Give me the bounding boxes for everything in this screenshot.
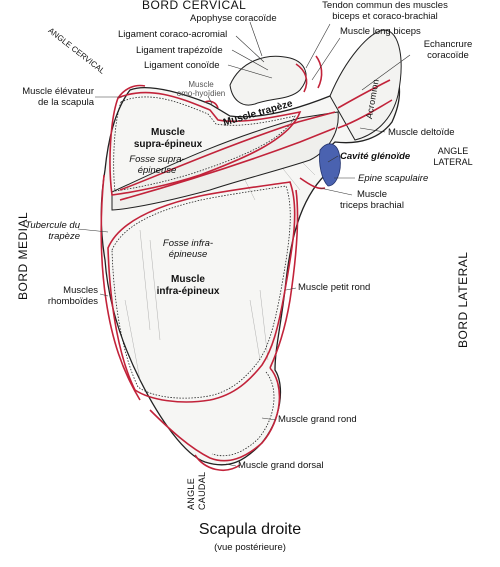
petit-rond-label: Muscle petit rond [298,282,371,293]
deltoide-label: Muscle deltoïde [388,127,455,138]
tubercule-label-1: Tubercule du [25,220,80,231]
lig-conoide-label: Ligament conoïde [144,60,220,71]
angle-lateral-label-2: LATERAL [433,157,473,167]
triceps-label-2: triceps brachial [340,200,404,211]
angle-caudal-label-2: CAUDAL [197,471,207,510]
glenoid-cavity [319,143,341,187]
lig-trapezoide-label: Ligament trapézoïde [136,45,223,56]
angle-caudal-label-1: ANGLE [186,477,196,510]
apophyse-label: Apophyse coracoïde [190,13,277,24]
echancrure-label-2: coracoïde [427,50,469,61]
fosse-infra-label-2: épineuse [168,249,208,260]
lig-coraco-acromial-label: Ligament coraco-acromial [118,29,228,40]
omo-label-1: Muscle [188,80,214,89]
angle-lateral-label-1: ANGLE [437,146,469,156]
long-biceps-label: Muscle long biceps [340,26,421,37]
teres-minor-outline [269,189,299,369]
elevateur-label-1: Muscle élévateur [22,86,94,97]
supraspinatus-outline [109,91,302,196]
figure-subtitle: (vue postérieure) [214,542,286,553]
glenoide-label: Cavité glénoïde [340,151,411,162]
grand-dorsal-label: Muscle grand dorsal [238,460,324,471]
supra-label-1: Muscle [151,127,185,138]
rhomboides-label-2: rhomboïdes [47,296,98,307]
border-cervical-label: BORD CERVICAL [142,0,247,12]
omohyoid-outline [204,100,219,109]
grand-rond-label: Muscle grand rond [278,414,357,425]
figure-title: Scapula droite [198,521,302,538]
triceps-label-1: Muscle [356,189,388,200]
omo-label-2: omo-hyoïdien [176,89,226,98]
rhomboides-label-1: Muscles [63,285,98,296]
triceps-outline [299,177,326,190]
infra-label-1: Muscle [171,274,205,285]
elevateur-label-2: de la scapula [38,97,94,108]
bone-shading [124,149,316,381]
levator-outline [117,84,146,99]
trapezius-outline [119,111,336,201]
acromion-shape [329,29,402,141]
latissimus-outline [194,454,241,471]
muscle-outlines [100,55,393,471]
tendon-label-2: biceps et coraco-brachial [332,11,438,22]
border-lateral-label: BORD LATERAL [456,251,470,348]
fosse-supra-label-1: Fosse supra- [129,154,185,165]
tendon-label-1: Tendon commun des muscles [322,0,448,11]
tubercule-label-2: trapèze [48,231,80,242]
supra-label-2: supra-épineux [133,139,203,150]
teres-major-outline [149,367,281,462]
leader-lines [77,21,411,467]
fosse-infra-label-1: Fosse infra- [162,238,214,249]
coracoid-muscle-outline [295,55,323,93]
fosse-supra-label-2: épineuse [137,165,177,176]
echancrure-label-1: Echancrure [423,39,473,50]
coracoid-shape [229,55,307,106]
rhomboid-outline [100,174,141,401]
deltoid-outline [337,79,393,129]
infra-label-2: infra-épineux [156,286,220,297]
epine-label: Epine scapulaire [358,173,429,184]
